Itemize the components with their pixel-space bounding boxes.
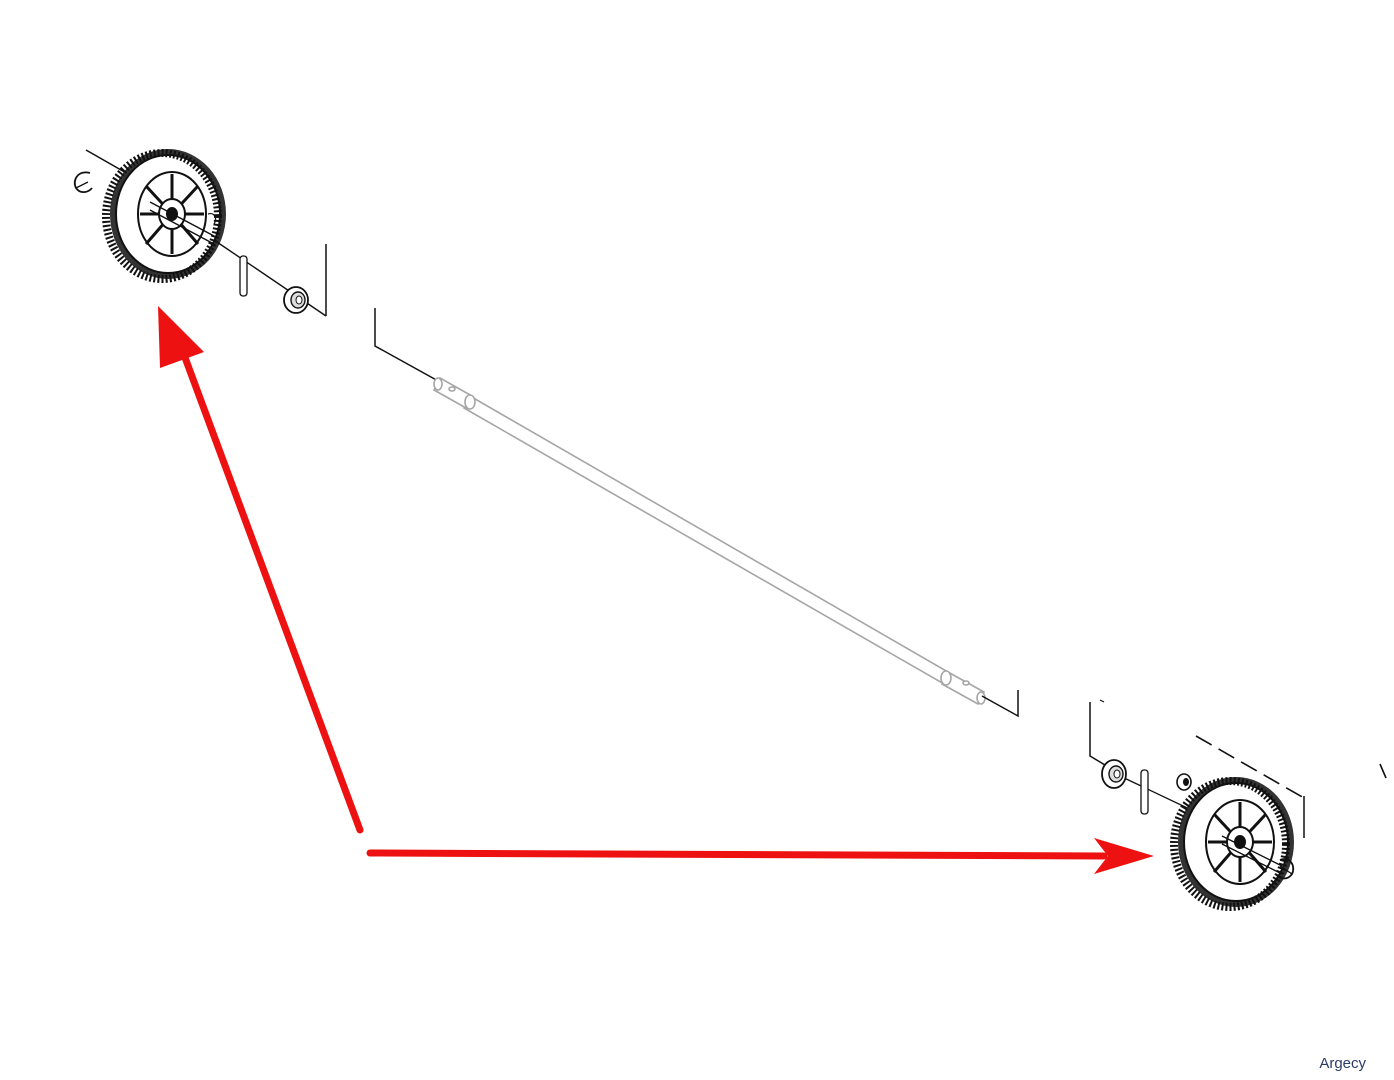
arrow-icon bbox=[158, 306, 1154, 874]
shaft-bracket-left bbox=[374, 308, 441, 383]
left-bushing-icon bbox=[283, 286, 309, 314]
shaft-assembly bbox=[374, 308, 1019, 718]
right-gear-wheel-icon bbox=[1170, 777, 1294, 911]
right-pin bbox=[1140, 769, 1149, 815]
left-gear-assembly bbox=[73, 149, 327, 317]
arrow-head-right bbox=[1094, 838, 1154, 874]
watermark-text: Argecy bbox=[1319, 1055, 1366, 1072]
right-bracket-line bbox=[1089, 702, 1111, 769]
shaft-bracket-right bbox=[981, 690, 1019, 718]
left-e-ring-clip bbox=[73, 171, 93, 194]
left-leader-line bbox=[85, 149, 129, 175]
shaft bbox=[432, 376, 986, 706]
right-dashed-leader bbox=[1195, 735, 1305, 799]
right-axis-leader bbox=[1119, 775, 1201, 815]
left-gear-wheel-icon bbox=[102, 149, 226, 283]
right-bushing-icon bbox=[1101, 759, 1127, 789]
arrow-head-left bbox=[158, 306, 204, 368]
right-spacer bbox=[1176, 773, 1192, 791]
left-pin bbox=[239, 255, 248, 297]
arrow-to-right-gear bbox=[366, 849, 1108, 860]
left-axis-leader bbox=[213, 239, 327, 317]
arrow-to-left-gear bbox=[176, 340, 364, 834]
right-gear-assembly bbox=[1089, 699, 1387, 911]
